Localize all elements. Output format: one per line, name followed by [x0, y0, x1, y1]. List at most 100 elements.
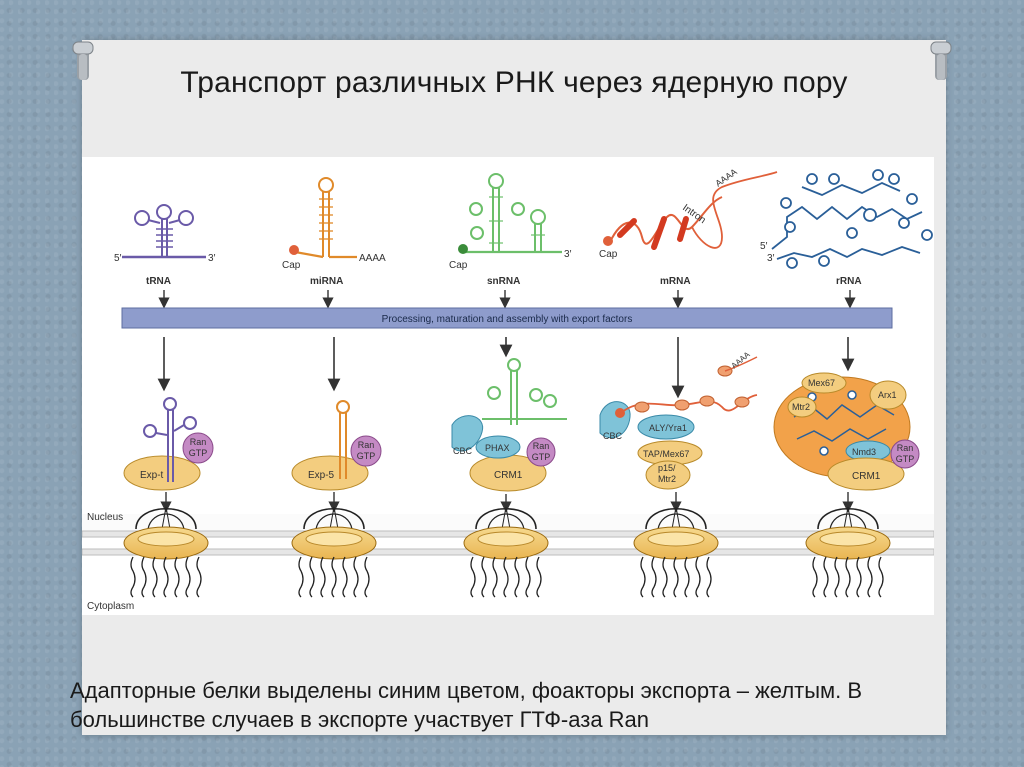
- mrna-cap-label: Cap: [599, 249, 618, 260]
- processing-bar-label: Processing, maturation and assembly with…: [382, 314, 633, 325]
- mirna-cap-label: Cap: [282, 260, 301, 271]
- pore-filament: [492, 556, 498, 598]
- mirna-exporter-label: Exp-5: [308, 470, 335, 481]
- snrna-cbc-label: CBC: [453, 446, 473, 456]
- snrna-adaptor-label: PHAX: [485, 443, 510, 453]
- slide-caption: Адапторные белки выделены синим цветом, …: [70, 678, 863, 732]
- mirna-gtp-label: GTP: [357, 451, 376, 461]
- pore-filament: [823, 556, 829, 598]
- pin-icon: [72, 41, 94, 80]
- pore-filament: [662, 556, 668, 598]
- pore-filament: [695, 556, 701, 598]
- nuclear-pore-icon: [633, 506, 719, 598]
- snrna-cap-icon: [458, 244, 468, 254]
- snrna-label: snRNA: [487, 276, 520, 287]
- mrna-export-complex: [599, 356, 758, 490]
- snrna-ran-label: Ran: [533, 441, 550, 451]
- mrna-exporter2-label: p15/: [658, 463, 676, 473]
- rrna-export-complex: [773, 372, 920, 491]
- nuclear-pores: [123, 506, 891, 598]
- pore-filament: [152, 556, 158, 598]
- pore-filament: [309, 556, 315, 598]
- pore-filament: [845, 556, 851, 598]
- mrna-adaptor-label: ALY/Yra1: [649, 423, 687, 433]
- snrna-structure: [465, 173, 562, 254]
- rrna-structure: [771, 169, 933, 269]
- trna-exporter-label: Exp-t: [140, 470, 164, 481]
- rrna-factor1-label: Mex67: [808, 378, 835, 388]
- snrna-cap-label: Cap: [449, 260, 468, 271]
- pore-filament: [331, 556, 337, 598]
- snrna-gtp-label: GTP: [532, 452, 551, 462]
- mrna-label: mRNA: [660, 276, 691, 287]
- pore-filament: [673, 556, 679, 598]
- trna-label: tRNA: [146, 276, 171, 287]
- pore-filament: [353, 556, 359, 598]
- pore-filament: [185, 556, 191, 598]
- pore-filament: [834, 556, 840, 598]
- rrna-gtp-label: GTP: [896, 454, 915, 464]
- pore-filament: [514, 556, 520, 598]
- pore-filament: [503, 556, 509, 598]
- rrna-factor2-label: Mtr2: [792, 402, 810, 412]
- pore-filament: [536, 556, 542, 598]
- pore-filament: [651, 556, 657, 598]
- nuclear-pore-icon: [123, 506, 209, 598]
- pore-filament: [878, 556, 884, 598]
- pore-filament: [320, 556, 326, 598]
- processing-bar: [121, 307, 893, 329]
- snrna-export-complex: [451, 358, 567, 492]
- mirna-structure: [294, 177, 357, 259]
- pore-filament: [470, 556, 476, 598]
- trna-structure: [122, 204, 206, 259]
- pore-filament: [141, 556, 147, 598]
- mirna-export-complex: [291, 400, 382, 491]
- mrna-exporter1-label: TAP/Mex67: [643, 449, 689, 459]
- rrna-adaptor-label: Nmd3: [852, 447, 876, 457]
- rrna-factor3-label: Arx1: [878, 390, 897, 400]
- rrna-ran-label: Ran: [897, 443, 914, 453]
- nuclear-pore-icon: [291, 506, 377, 598]
- mrna-cap-icon: [603, 236, 613, 246]
- pore-filament: [364, 556, 370, 598]
- trna-export-complex: [123, 397, 214, 491]
- pin-icon: [930, 41, 952, 80]
- mrna-complex-tail-label: AAAA: [730, 349, 753, 370]
- pore-filament: [481, 556, 487, 598]
- pore-filament: [342, 556, 348, 598]
- trna-5end-label: 5′: [114, 253, 122, 264]
- nucleus-label: Nucleus: [87, 512, 123, 523]
- rna-export-figure: 5′ 3′ tRNA Cap AAAA miRNA Cap 3′ snRNA: [81, 157, 935, 615]
- mirna-cap-icon: [289, 245, 299, 255]
- mrna-cbc-label: CBC: [603, 431, 623, 441]
- trna-3end-label: 3′: [208, 253, 216, 264]
- pore-filament: [684, 556, 690, 598]
- pore-filament: [130, 556, 136, 598]
- rrna-exporter-label: CRM1: [852, 471, 881, 482]
- mrna-structure: [609, 171, 778, 250]
- trna-ran-label: Ran: [190, 437, 207, 447]
- pore-filament: [856, 556, 862, 598]
- mirna-label: miRNA: [310, 276, 343, 287]
- nuclear-pore-icon: [805, 506, 891, 598]
- snrna-exporter-label: CRM1: [494, 470, 523, 481]
- pore-filament: [640, 556, 646, 598]
- pore-filament: [867, 556, 873, 598]
- page-title: Транспорт различных РНК через ядерную по…: [180, 66, 848, 99]
- rrna-5end-label: 5′: [760, 241, 768, 252]
- pore-filament: [196, 556, 202, 598]
- pore-filament: [174, 556, 180, 598]
- pore-filament: [163, 556, 169, 598]
- trna-gtp-label: GTP: [189, 448, 208, 458]
- rrna-label: rRNA: [836, 276, 862, 287]
- mirna-ran-label: Ran: [358, 440, 375, 450]
- nuclear-pore-icon: [463, 506, 549, 598]
- mirna-tail-label: AAAA: [359, 253, 386, 264]
- pore-filament: [706, 556, 712, 598]
- pore-filament: [812, 556, 818, 598]
- pore-filament: [298, 556, 304, 598]
- pore-filament: [525, 556, 531, 598]
- rrna-3end-label: 3′: [767, 253, 775, 264]
- mrna-exporter3-label: Mtr2: [658, 474, 676, 484]
- snrna-3end-label: 3′: [564, 249, 572, 260]
